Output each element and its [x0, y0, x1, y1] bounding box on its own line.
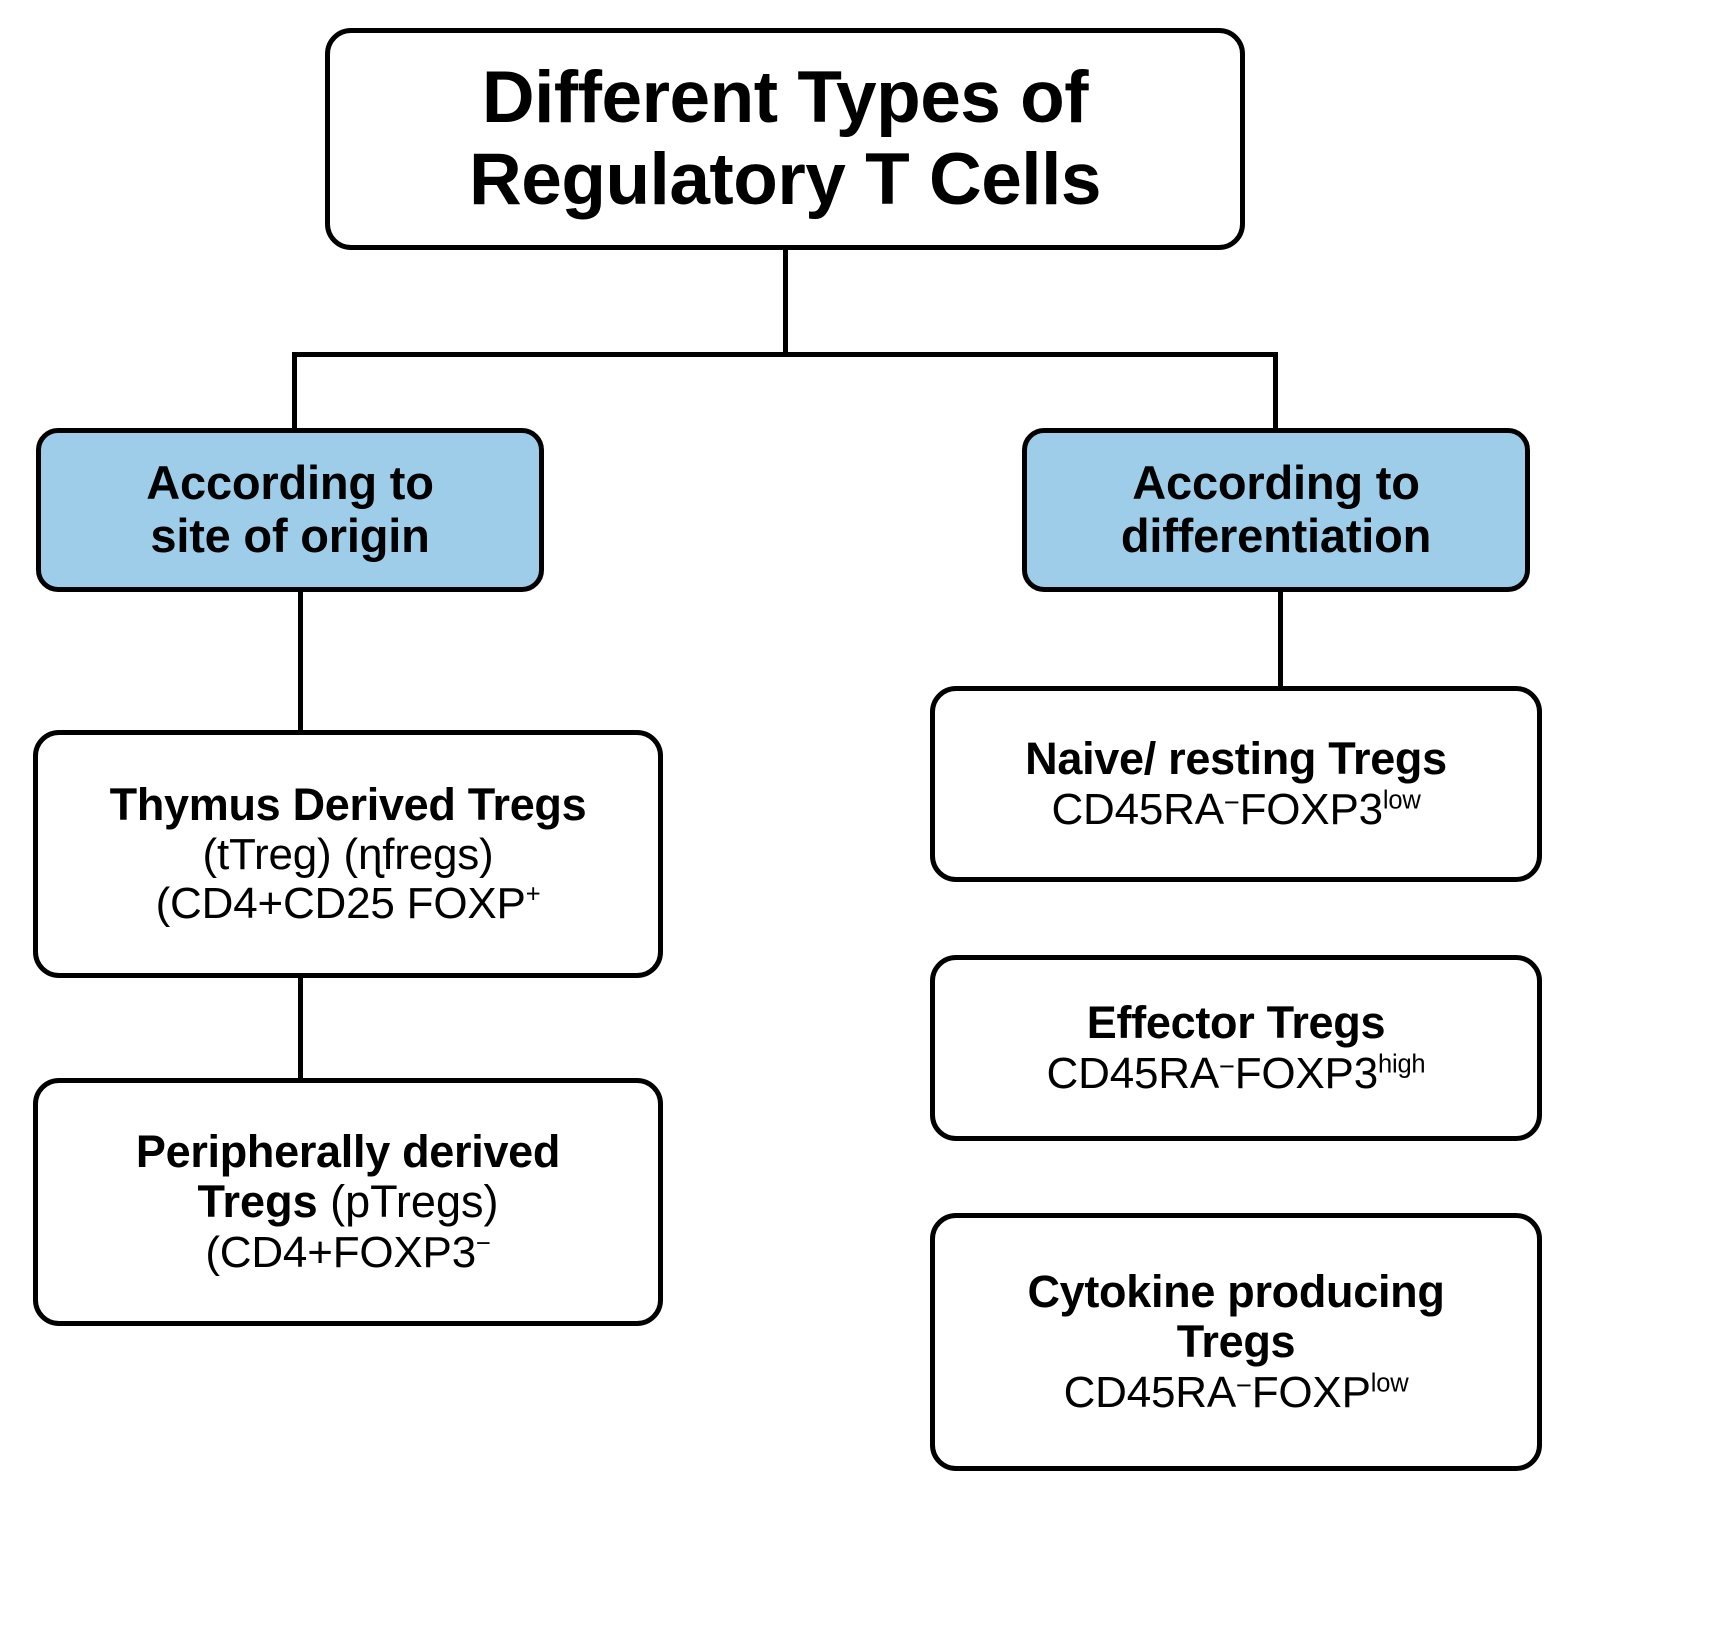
- cytokine-head-line-2: Tregs: [1176, 1316, 1296, 1368]
- edge-right-header-to-node1: [1278, 592, 1283, 688]
- left-branch-header-line-1: According to: [146, 456, 434, 510]
- edge-split-to-right-header: [1273, 352, 1278, 430]
- left-branch-header: According to site of origin: [36, 428, 544, 592]
- edge-split-to-left-header: [292, 352, 297, 430]
- node-cytokine-producing-tregs: Cytokine producing Tregs CD45RA−FOXPlow: [930, 1213, 1542, 1471]
- thymus-sub-2-superscript: +: [525, 880, 541, 909]
- thymus-sub-2: (CD4+CD25 FOXP+: [156, 879, 541, 928]
- thymus-head: Thymus Derived Tregs: [109, 778, 587, 830]
- peripheral-mix-normal: (pTregs): [317, 1176, 499, 1228]
- title-line-1: Different Types of: [481, 57, 1089, 139]
- peripheral-mix-bold: Tregs: [197, 1176, 318, 1228]
- cytokine-head-line-1: Cytokine producing: [1027, 1265, 1445, 1317]
- naive-marker: CD45RA−FOXP3low: [1051, 785, 1420, 834]
- naive-marker-dash: −: [1223, 786, 1240, 818]
- cytokine-marker-mid: FOXP: [1251, 1367, 1371, 1417]
- node-thymus-derived-tregs: Thymus Derived Tregs (tTreg) (ɳfregs) (C…: [33, 730, 663, 978]
- right-branch-header: According to differentiation: [1022, 428, 1530, 592]
- node-effector-tregs: Effector Tregs CD45RA−FOXP3high: [930, 955, 1542, 1141]
- peripheral-sub-2-text: (CD4+FOXP3: [205, 1227, 476, 1277]
- cytokine-marker-pre: CD45RA: [1063, 1367, 1237, 1417]
- effector-marker-dash: −: [1218, 1050, 1235, 1082]
- cytokine-marker-superscript: low: [1370, 1369, 1409, 1398]
- naive-marker-pre: CD45RA: [1051, 784, 1224, 834]
- node-naive-resting-tregs: Naive/ resting Tregs CD45RA−FOXP3low: [930, 686, 1542, 882]
- title-line-2: Regulatory T Cells: [469, 139, 1101, 220]
- cytokine-marker-dash: −: [1236, 1369, 1252, 1401]
- right-branch-header-line-2: differentiation: [1120, 509, 1432, 562]
- edge-root-to-split: [783, 250, 788, 355]
- cytokine-marker: CD45RA−FOXPlow: [1064, 1368, 1409, 1417]
- naive-marker-mid: FOXP3: [1239, 784, 1383, 834]
- effector-marker-mid: FOXP3: [1234, 1048, 1378, 1098]
- edge-split-bar: [292, 352, 1278, 357]
- edge-left-header-to-node1: [298, 592, 303, 732]
- peripheral-sub-2-superscript: −: [475, 1229, 491, 1258]
- effector-marker-superscript: high: [1377, 1049, 1426, 1078]
- naive-marker-superscript: low: [1382, 785, 1421, 814]
- peripheral-head: Peripherally derived: [135, 1125, 561, 1177]
- title-box: Different Types of Regulatory T Cells: [325, 28, 1245, 250]
- thymus-sub-1: (tTreg) (ɳfregs): [202, 829, 494, 879]
- right-branch-header-line-1: According to: [1132, 456, 1420, 510]
- peripheral-mix-line: Tregs (pTregs): [198, 1177, 499, 1227]
- node-peripherally-derived-tregs: Peripherally derived Tregs (pTregs) (CD4…: [33, 1078, 663, 1326]
- peripheral-sub-2: (CD4+FOXP3−: [205, 1227, 491, 1277]
- effector-head: Effector Tregs: [1086, 997, 1386, 1049]
- effector-marker-pre: CD45RA: [1046, 1048, 1220, 1098]
- left-branch-header-line-2: site of origin: [150, 509, 430, 562]
- thymus-sub-2-text: (CD4+CD25 FOXP: [155, 879, 526, 929]
- edge-left-node1-to-node2: [298, 976, 303, 1082]
- effector-marker: CD45RA−FOXP3high: [1047, 1049, 1426, 1098]
- naive-head: Naive/ resting Tregs: [1025, 733, 1447, 785]
